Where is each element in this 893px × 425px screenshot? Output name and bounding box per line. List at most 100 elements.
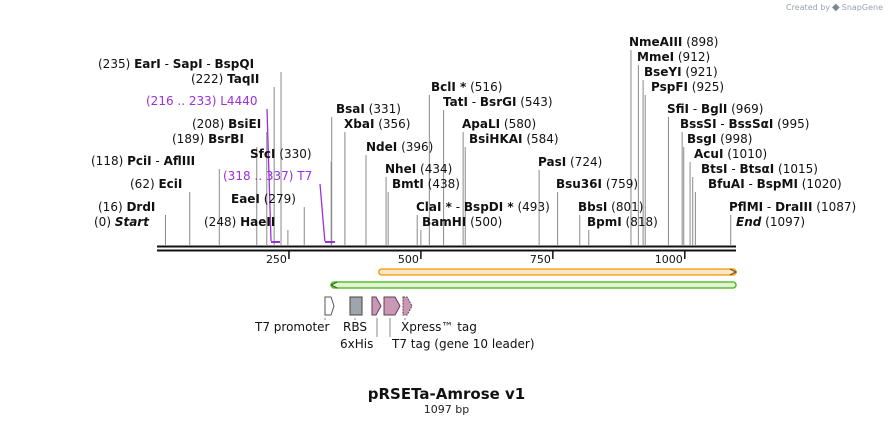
tag-arrow-glyph <box>402 296 413 316</box>
enzyme-name: BmtI <box>392 177 424 191</box>
site-label: BsaI (331) <box>336 102 401 116</box>
site-position: (434) <box>416 162 452 176</box>
ruler-tick-label: 1000 <box>655 253 683 266</box>
credit-brand: SnapGene <box>841 3 883 12</box>
site-label: SfcI (330) <box>250 147 312 161</box>
site-position: (279) <box>260 192 296 206</box>
site-separator: - <box>452 200 464 214</box>
enzyme-name: NmeAIII <box>629 35 682 49</box>
enzyme-name: BtsI <box>701 162 728 176</box>
site-label: PasI (724) <box>538 155 602 169</box>
site-position: (912) <box>674 50 710 64</box>
site-label: BpmI (818) <box>587 215 658 229</box>
site-position: (584) <box>523 132 559 146</box>
enzyme-name: TatI <box>443 95 468 109</box>
enzyme-name: BtsαI <box>739 162 774 176</box>
enzyme-name: EarI <box>134 57 161 71</box>
site-position: (969) <box>727 102 763 116</box>
orf-bar <box>377 268 737 276</box>
enzyme-name: BssSI <box>680 117 717 131</box>
enzyme-name: BamHI <box>422 215 466 229</box>
site-separator: - <box>763 200 775 214</box>
site-label: (189) BsrBI <box>172 132 244 146</box>
site-label: BsgI (998) <box>687 132 752 146</box>
enzyme-name: BpmI <box>587 215 622 229</box>
site-label: SfiI - BglI (969) <box>667 102 763 116</box>
site-position: (543) <box>516 95 552 109</box>
site-label: BtsI - BtsαI (1015) <box>701 162 818 176</box>
orf-arrow-icon <box>329 281 338 289</box>
site-position: (235) <box>98 57 134 71</box>
ruler-tick-label: 750 <box>530 253 551 266</box>
enzyme-name: ClaI * <box>416 200 453 214</box>
site-separator: - <box>203 57 215 71</box>
primer-range: (216 .. 233) <box>146 94 220 108</box>
primer-label: (318 .. 337) T7 <box>223 169 312 183</box>
site-label: PspFI (925) <box>651 80 724 94</box>
site-position: (925) <box>688 80 724 94</box>
primer-bar <box>324 241 335 243</box>
site-position: (759) <box>602 177 638 191</box>
site-position: (0) <box>94 215 115 229</box>
enzyme-name: BsaI <box>336 102 365 116</box>
site-separator: - <box>717 117 729 131</box>
primer-leader-line <box>319 183 326 242</box>
site-label: BclI * (516) <box>431 80 502 94</box>
credit-prefix: Created by <box>786 3 831 12</box>
site-position: (248) <box>204 215 240 229</box>
enzyme-name: TaqII <box>227 72 259 86</box>
site-position: (331) <box>365 102 401 116</box>
feature-bars <box>329 268 738 289</box>
site-position: (1015) <box>774 162 818 176</box>
site-position: (208) <box>192 117 228 131</box>
site-label: BseYI (921) <box>644 65 718 79</box>
feature-label: T7 promoter <box>254 320 330 334</box>
rbs-glyph <box>349 296 363 316</box>
feature-label: 6xHis <box>340 337 373 351</box>
enzyme-name: BspQI <box>215 57 255 71</box>
site-labels: (235) EarI - SapI - BspQI(222) TaqII(208… <box>91 35 856 229</box>
site-label: (16) DrdI <box>98 200 155 214</box>
site-separator: - <box>161 57 173 71</box>
site-position: (62) <box>130 177 158 191</box>
enzyme-name: Bsu36I <box>556 177 602 191</box>
site-label: XbaI (356) <box>344 117 411 131</box>
site-position: (516) <box>466 80 502 94</box>
tag-arrow-glyph <box>383 296 401 316</box>
site-position: (330) <box>275 147 311 161</box>
site-leader-lines <box>164 50 732 245</box>
enzyme-name: ApaLI <box>462 117 500 131</box>
site-label: BsiHKAI (584) <box>469 132 559 146</box>
enzyme-name: BsrBI <box>208 132 244 146</box>
site-label: BmtI (438) <box>392 177 460 191</box>
site-label: NdeI (396) <box>366 140 433 154</box>
promoter-glyph <box>324 296 335 316</box>
site-position: (1020) <box>798 177 842 191</box>
enzyme-name: PspFI <box>651 80 688 94</box>
site-label: BssSI - BssSαI (995) <box>680 117 809 131</box>
site-position: (438) <box>424 177 460 191</box>
enzyme-name: BspDI * <box>464 200 514 214</box>
site-label: EaeI (279) <box>231 192 296 206</box>
enzyme-name: DrdI <box>126 200 155 214</box>
site-label: ClaI * - BspDI * (493) <box>416 200 550 214</box>
orf-bar <box>330 281 737 289</box>
site-label: (235) EarI - SapI - BspQI <box>98 57 254 71</box>
site-position: (1097) <box>761 215 805 229</box>
enzyme-name: PasI <box>538 155 566 169</box>
site-position: (500) <box>466 215 502 229</box>
ruler-tick-label: 500 <box>398 253 419 266</box>
enzyme-name: SfcI <box>250 147 275 161</box>
site-position: (580) <box>500 117 536 131</box>
site-position: (724) <box>566 155 602 169</box>
enzyme-name: BbsI <box>578 200 607 214</box>
enzyme-name: EaeI <box>231 192 260 206</box>
enzyme-name: BspMI <box>757 177 798 191</box>
site-label: (248) HaeII <box>204 215 275 229</box>
enzyme-name: SapI <box>173 57 203 71</box>
orf-arrow-icon <box>729 268 738 276</box>
site-position: (1010) <box>723 147 767 161</box>
